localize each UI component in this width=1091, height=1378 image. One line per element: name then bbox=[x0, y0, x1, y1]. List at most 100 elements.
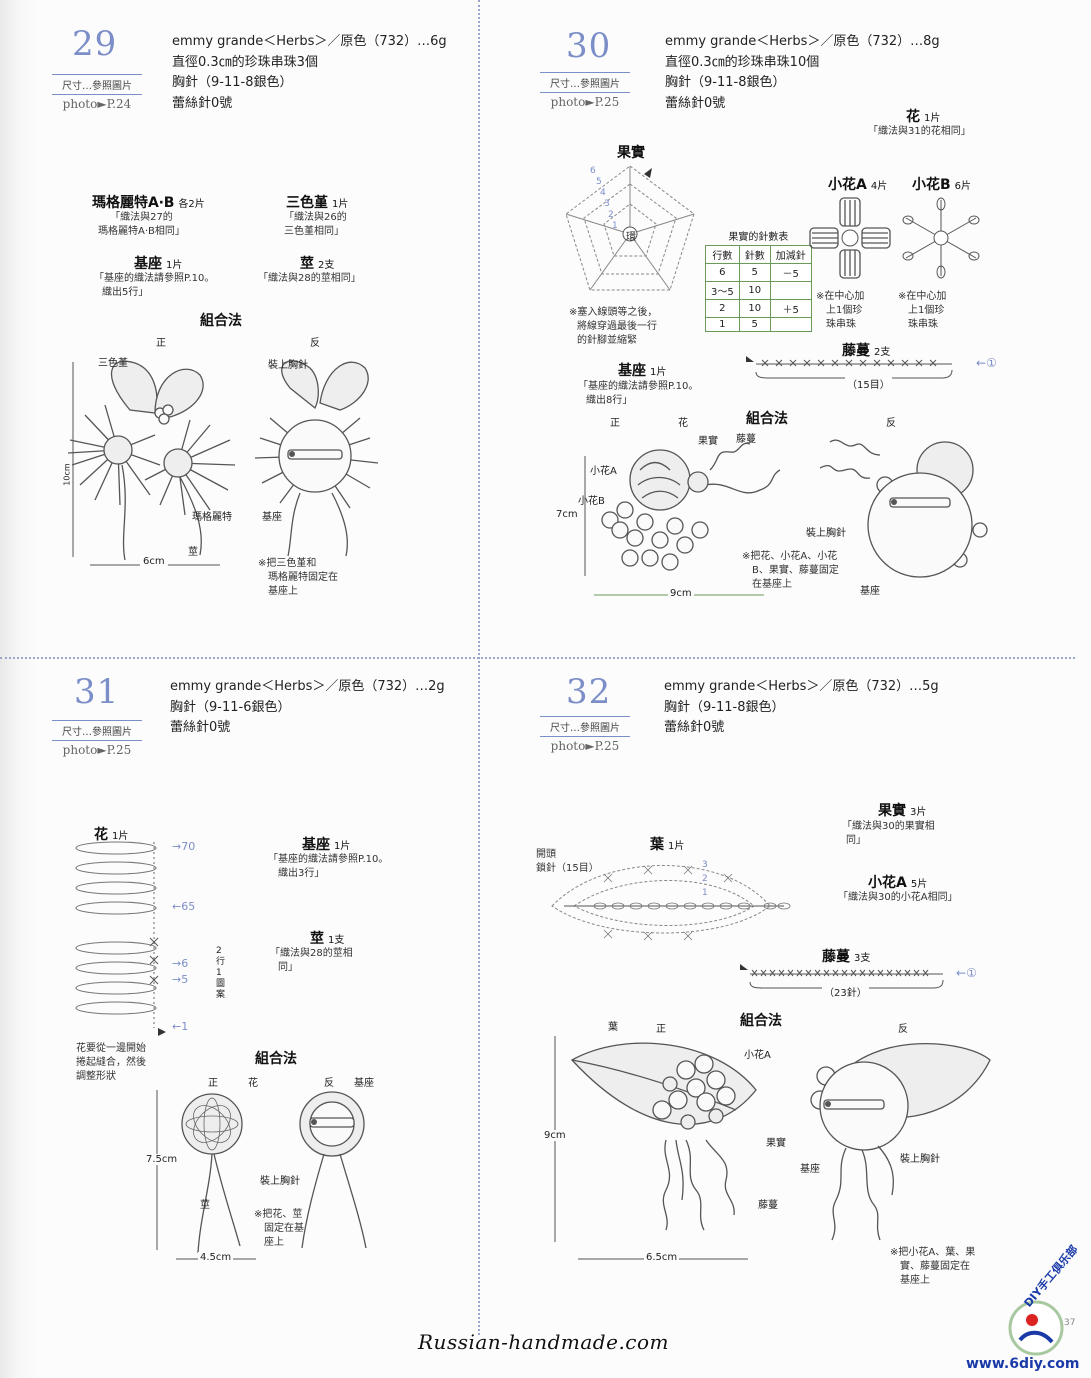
pansy-label: 三色堇 bbox=[98, 354, 128, 369]
size-reference: 尺寸…參照圖片 photo►P.25 bbox=[540, 714, 630, 753]
vine-marker: ←① bbox=[956, 966, 977, 980]
stem-label: 莖 bbox=[200, 1196, 210, 1211]
fruit-row-markers: 6 5 4 3 2 1 bbox=[590, 166, 618, 232]
width-dimension: 4.5cm bbox=[198, 1252, 233, 1263]
photo-reference: photo►P.25 bbox=[551, 95, 620, 109]
fruit-note: 「織法與30的果實相同」 bbox=[842, 820, 935, 848]
part-note: 「織法與26的三色堇相同」 bbox=[284, 211, 347, 239]
fruit-label: 果實 bbox=[766, 1134, 786, 1149]
width-dimension: 9cm bbox=[668, 588, 694, 599]
fruit-note: ※塞入線頭等之後，將線穿過最後一行的針腳並縮緊 bbox=[569, 306, 657, 348]
height-dimension: 10cm bbox=[63, 463, 72, 485]
page-number: 37 bbox=[1064, 1318, 1075, 1328]
assembly-back-drawing bbox=[796, 1030, 996, 1250]
assembly-note: ※把小花A、葉、果實、藤蔓固定在基座上 bbox=[890, 1246, 975, 1288]
daisy-label: 瑪格麗特 bbox=[192, 508, 232, 523]
vine-label: 藤蔓 bbox=[736, 430, 756, 445]
assembly-front-drawing bbox=[566, 1030, 786, 1250]
base-label: 基座 bbox=[800, 1160, 820, 1175]
back-label: 反 bbox=[324, 1074, 334, 1089]
assembly-front-drawing bbox=[170, 1088, 260, 1258]
vine-dimension: （23針） bbox=[822, 984, 869, 999]
pattern-number: 31 bbox=[74, 672, 119, 712]
small-flower-a-note: 「織法與30的小花A相同」 bbox=[838, 891, 958, 905]
size-reference: 尺寸…參照圖片 photo►P.25 bbox=[52, 718, 142, 757]
stem-label: 莖 bbox=[188, 543, 198, 558]
pin-label: 裝上胸針 bbox=[900, 1150, 940, 1165]
small-flower-a-chart bbox=[808, 196, 892, 280]
photo-reference: photo►P.25 bbox=[551, 739, 620, 753]
height-dimension-line bbox=[152, 1090, 162, 1250]
pattern-number: 32 bbox=[566, 672, 611, 712]
flower-note: 花要從一邊開始捲起縫合，然後調整形狀 bbox=[76, 1042, 146, 1084]
base-note: 「基座的織法請參照P.10。織出3行」 bbox=[268, 853, 388, 881]
back-label: 反 bbox=[310, 334, 320, 349]
small-flower-a-label: 小花A bbox=[590, 462, 617, 477]
height-dimension-line bbox=[68, 362, 78, 557]
flower-note: 「織法與31的花相同」 bbox=[868, 125, 971, 139]
front-label: 正 bbox=[208, 1074, 218, 1089]
materials-list: emmy grande＜Herbs＞／原色（732）…5g 胸針（9-11-8銀… bbox=[664, 677, 939, 739]
stem-note: 「織法與28的莖相同」 bbox=[270, 947, 353, 975]
small-flower-b-chart bbox=[896, 196, 986, 280]
size-reference: 尺寸…參照圖片 photo►P.25 bbox=[540, 70, 630, 109]
assembly-title: 組合法 bbox=[746, 408, 788, 428]
small-flower-a-label: 小花A bbox=[744, 1046, 771, 1061]
pin-label: 裝上胸針 bbox=[260, 1172, 300, 1187]
logo-url: www.6diy.com bbox=[966, 1356, 1079, 1372]
fruit-title: 果實3片 bbox=[878, 800, 926, 820]
vertical-divider bbox=[478, 0, 480, 1335]
pin-label: 裝上胸針 bbox=[268, 356, 308, 371]
part-note: 「織法與28的莖相同」 bbox=[258, 272, 361, 286]
site-watermark: Russian-handmade.com bbox=[418, 1330, 669, 1354]
materials-list: emmy grande＜Herbs＞／原色（732）…2g 胸針（9-11-6銀… bbox=[170, 677, 445, 739]
materials-list: emmy grande＜Herbs＞／原色（732）…6g 直徑0.3㎝的珍珠串… bbox=[172, 32, 447, 114]
part-title: 基座1片 bbox=[134, 253, 182, 273]
row-marker-70: →70 bbox=[172, 840, 195, 853]
fruit-title: 果實 bbox=[617, 142, 645, 162]
width-dimension: 6cm bbox=[140, 556, 168, 567]
vine-label: 藤蔓 bbox=[758, 1196, 778, 1211]
base-label: 基座 bbox=[860, 582, 880, 597]
flower-chart bbox=[72, 838, 168, 1038]
height-dimension: 9cm bbox=[544, 1130, 566, 1141]
back-label: 反 bbox=[886, 414, 896, 429]
assembly-front-drawing bbox=[60, 355, 240, 570]
height-dimension: 7.5cm bbox=[146, 1154, 177, 1165]
materials-list: emmy grande＜Herbs＞／原色（732）…8g 直徑0.3㎝的珍珠串… bbox=[665, 32, 940, 114]
row-marker-5: →5 bbox=[172, 973, 188, 986]
pattern-number: 30 bbox=[566, 26, 611, 66]
photo-reference: photo►P.24 bbox=[63, 97, 132, 111]
pattern-number: 29 bbox=[72, 24, 117, 64]
assembly-title: 組合法 bbox=[740, 1010, 782, 1030]
row-marker-65: ←65 bbox=[172, 900, 195, 913]
vine-dimension: （15目） bbox=[845, 376, 892, 391]
assembly-title: 組合法 bbox=[255, 1048, 297, 1068]
front-label: 正 bbox=[610, 414, 620, 429]
assembly-back-drawing bbox=[250, 358, 390, 558]
fruit-label: 果實 bbox=[698, 432, 718, 447]
small-flower-b-note: ※在中心加上1個珍珠串珠 bbox=[898, 290, 946, 332]
row-marker-1: ←1 bbox=[172, 1020, 188, 1033]
size-reference: 尺寸…參照圖片 photo►P.24 bbox=[52, 72, 142, 111]
vine-marker: ←① bbox=[976, 356, 997, 370]
horizontal-divider bbox=[0, 657, 1075, 659]
height-dimension-line bbox=[580, 456, 590, 576]
pattern-repeat-label: 2行1圖案 bbox=[216, 946, 225, 1001]
